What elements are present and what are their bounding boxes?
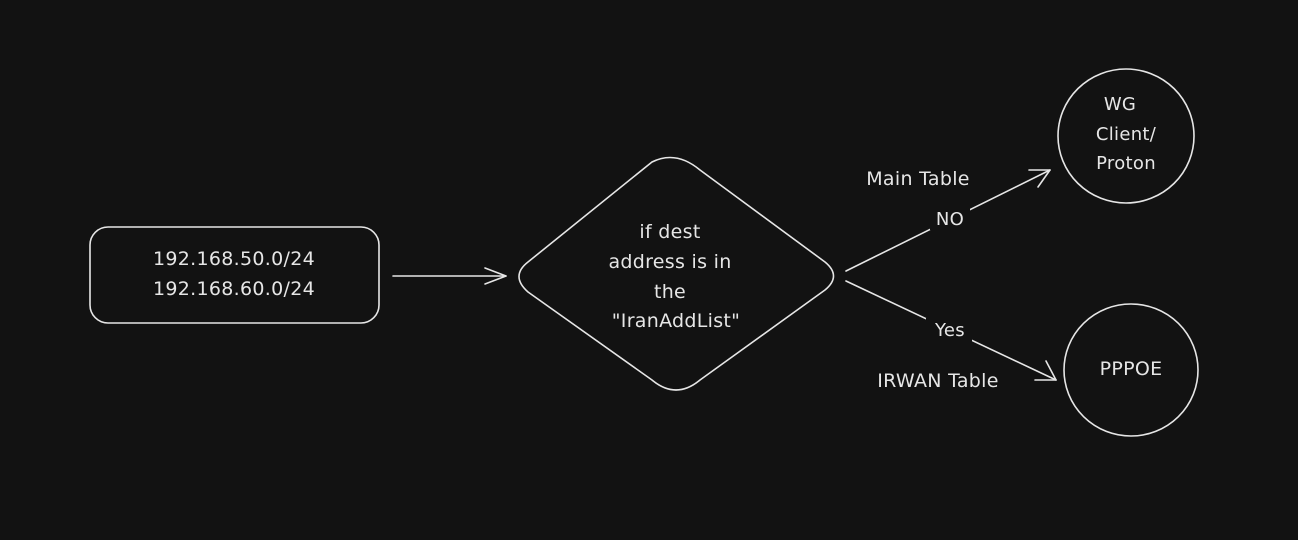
pppoe-text: PPPOE (1100, 358, 1163, 380)
edge-no-arrowhead (1028, 169, 1051, 188)
source-subnet-1: 192.168.50.0/24 (153, 248, 315, 270)
edge-no: NO Main Table (845, 168, 1051, 272)
source-box-border (89, 226, 380, 324)
edge-no-table-label: Main Table (866, 168, 970, 190)
decision-text-1: if dest (639, 221, 700, 243)
edge-no-label: NO (936, 209, 964, 230)
arrow-source-to-decision (392, 267, 507, 285)
decision-text-3: the (654, 281, 686, 303)
decision-node[interactable]: if dest address is in the "IranAddList" (518, 156, 835, 391)
wg-client-circle (1057, 68, 1195, 204)
wg-text-3: Proton (1096, 153, 1156, 174)
decision-text-4: "IranAddList" (612, 310, 740, 332)
pppoe-node[interactable]: PPPOE (1063, 303, 1199, 437)
source-subnet-2: 192.168.60.0/24 (153, 278, 315, 300)
edge-yes: Yes IRWAN Table (845, 280, 1057, 392)
source-subnets-node[interactable]: 192.168.50.0/24 192.168.60.0/24 (89, 226, 380, 324)
edge-yes-label-bg (926, 318, 972, 342)
wg-text-1: WG (1104, 94, 1136, 115)
edge-yes-arrowhead (1034, 360, 1057, 381)
pppoe-circle (1063, 303, 1199, 437)
decision-diamond (518, 156, 835, 391)
edge-no-label-bg (930, 206, 970, 230)
wg-text-2: Client/ (1096, 124, 1157, 145)
wg-client-node[interactable]: WG Client/ Proton (1057, 68, 1195, 204)
arrow-head (484, 267, 507, 285)
decision-text-2: address is in (608, 251, 731, 273)
edge-yes-label: Yes (934, 320, 965, 341)
edge-yes-table-label: IRWAN Table (877, 370, 998, 392)
